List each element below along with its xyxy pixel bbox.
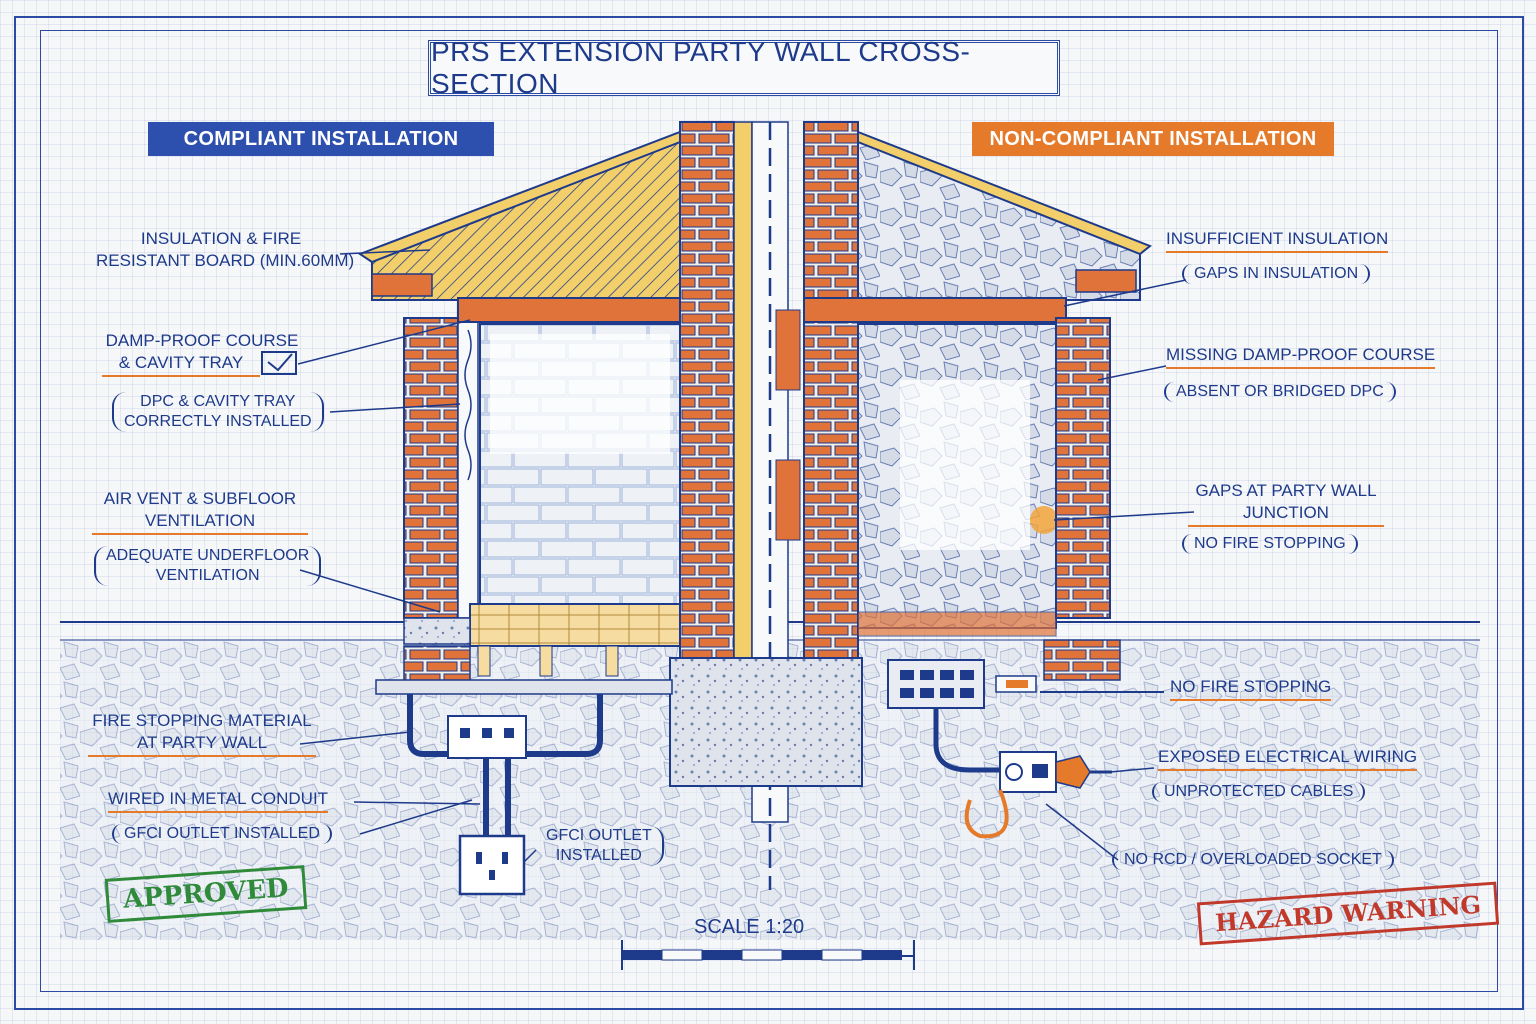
party-wall-fire-stop bbox=[733, 121, 753, 659]
left-beam bbox=[457, 297, 681, 323]
compliant-banner: COMPLIANT INSTALLATION bbox=[148, 122, 494, 156]
label-no-fire-stopping: NO FIRE STOPPING bbox=[1170, 676, 1332, 701]
note-absent-dpc: ABSENT OR BRIDGED DPC bbox=[1164, 382, 1396, 402]
label-fire-stopping: FIRE STOPPING MATERIAL AT PARTY WALL bbox=[88, 710, 316, 757]
party-wall-foundation bbox=[669, 657, 863, 787]
label-air-vent: AIR VENT & SUBFLOOR VENTILATION bbox=[92, 488, 308, 535]
note-gfci-side: GFCI OUTLET INSTALLED bbox=[542, 826, 664, 866]
party-wall-gap-mark bbox=[1030, 506, 1058, 534]
note-unprotected-cables: UNPROTECTED CABLES bbox=[1152, 782, 1366, 802]
left-gfci-socket bbox=[458, 834, 526, 896]
label-metal-conduit: WIRED IN METAL CONDUIT bbox=[108, 788, 329, 813]
right-beam bbox=[803, 297, 1067, 323]
note-gaps-insulation: GAPS IN INSULATION bbox=[1182, 264, 1371, 284]
note-ventilation: ADEQUATE UNDERFLOOR VENTILATION bbox=[94, 546, 322, 586]
scale-label: SCALE 1:20 bbox=[694, 916, 805, 938]
label-exposed-wiring: EXPOSED ELECTRICAL WIRING bbox=[1158, 746, 1418, 771]
outer-frame bbox=[14, 16, 1524, 1010]
note-no-rcd: NO RCD / OVERLOADED SOCKET bbox=[1112, 850, 1394, 870]
inner-frame bbox=[40, 30, 1498, 992]
label-insulation: INSULATION & FIRE RESISTANT BOARD (MIN.6… bbox=[96, 229, 355, 270]
check-icon bbox=[261, 351, 297, 375]
right-outer-wall bbox=[1055, 317, 1111, 619]
note-dpc-installed: DPC & CAVITY TRAY CORRECTLY INSTALLED bbox=[112, 392, 324, 432]
scale-bar bbox=[621, 940, 915, 970]
label-insufficient-insulation: INSUFFICIENT INSULATION bbox=[1166, 228, 1389, 253]
note-gfci: GFCI OUTLET INSTALLED bbox=[112, 824, 332, 844]
page-title: PRS EXTENSION PARTY WALL CROSS-SECTION bbox=[428, 36, 1060, 99]
label-party-wall-gaps: GAPS AT PARTY WALL JUNCTION bbox=[1188, 480, 1384, 527]
party-wall-right-leaf bbox=[803, 121, 859, 659]
party-wall-left-leaf bbox=[679, 121, 735, 659]
left-metal-conduit bbox=[375, 679, 673, 695]
right-vent-box bbox=[887, 659, 985, 709]
note-no-fire-stopping: NO FIRE STOPPING bbox=[1182, 534, 1358, 554]
label-missing-dpc: MISSING DAMP-PROOF COURSE bbox=[1166, 344, 1436, 369]
left-outer-wall bbox=[403, 317, 459, 619]
non-compliant-banner: NON-COMPLIANT INSTALLATION bbox=[972, 122, 1334, 156]
left-timber-floor bbox=[469, 603, 681, 647]
label-dpc: DAMP-PROOF COURSE & CAVITY TRAY bbox=[102, 330, 302, 377]
